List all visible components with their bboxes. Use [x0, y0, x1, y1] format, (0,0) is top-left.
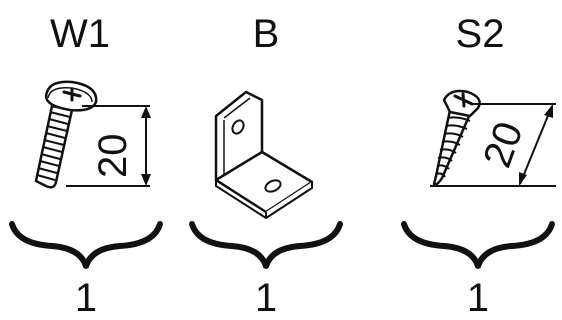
- quantity-s2: 1: [466, 276, 490, 320]
- part-code-w1: W1: [50, 12, 110, 56]
- w1-dimension-indicator: [66, 105, 151, 187]
- s2-length-label: 20: [475, 116, 532, 173]
- part-code-b: B: [252, 12, 280, 56]
- s2-dimension-indicator: [430, 103, 556, 187]
- brace-b: [189, 221, 343, 269]
- l-bracket-icon: [214, 90, 314, 219]
- brace-s2: [401, 221, 555, 269]
- part-code-s2: S2: [455, 12, 505, 56]
- quantity-b: 1: [254, 276, 278, 320]
- wood-screw-icon: [432, 89, 481, 186]
- quantity-w1: 1: [74, 276, 98, 320]
- brace-w1: [9, 221, 163, 269]
- w1-length-label: 20: [91, 134, 135, 179]
- machine-screw-icon: [34, 80, 98, 189]
